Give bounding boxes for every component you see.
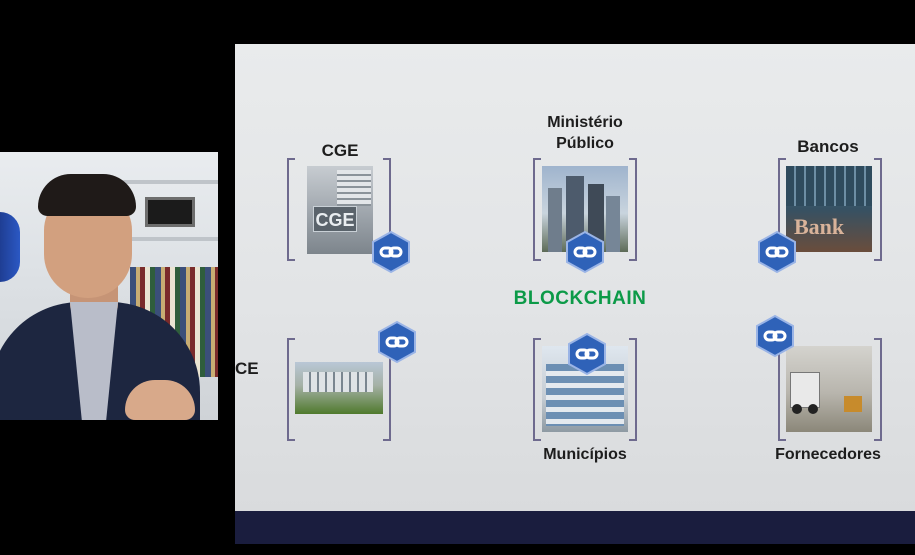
chain-link-icon <box>573 246 597 258</box>
picture-frame <box>145 197 195 227</box>
blockchain-hex-icon <box>758 230 796 274</box>
node-label-cge: CGE <box>321 141 359 160</box>
bracket-left <box>287 158 295 261</box>
photo-bank-building: Bank <box>786 166 872 252</box>
chain-link-icon <box>765 246 789 258</box>
cge-sign: CGE <box>313 206 357 232</box>
presenter-hand <box>125 380 195 420</box>
bracket-right <box>874 338 882 441</box>
webcam-video <box>0 152 218 420</box>
slide-footer-bar <box>235 511 915 544</box>
node-label-ce: CE <box>235 359 259 378</box>
blockchain-hex-icon <box>378 320 416 364</box>
bracket-left <box>533 158 541 261</box>
blockchain-hex-icon <box>568 332 606 376</box>
photo-office-building <box>542 346 628 432</box>
photo-government-building <box>295 362 383 414</box>
bracket-right <box>629 338 637 441</box>
building-facade <box>337 170 371 206</box>
flag <box>0 212 20 282</box>
presentation-slide: CGE CGE Ministério Público Bancos Bank B… <box>235 44 915 511</box>
chain-link-icon <box>379 246 403 258</box>
node-label-ministerio-publico: Ministério Público <box>547 114 623 152</box>
shelf <box>70 180 218 184</box>
blockchain-hex-icon <box>372 230 410 274</box>
bank-sign: Bank <box>794 214 845 239</box>
node-label-fornecedores: Fornecedores <box>775 446 881 463</box>
glass-facade <box>786 166 872 206</box>
photo-cge-building: CGE <box>307 166 373 254</box>
node-label-bancos: Bancos <box>797 137 859 156</box>
blockchain-label: BLOCKCHAIN <box>513 288 647 309</box>
presenter-hair <box>38 174 136 216</box>
chain-link-icon <box>385 336 409 348</box>
chain-link-icon <box>575 348 599 360</box>
bracket-right <box>874 158 882 261</box>
blockchain-hex-icon <box>756 314 794 358</box>
shelf <box>70 237 218 241</box>
node-label-municipios: Municípios <box>543 446 627 463</box>
bracket-left <box>533 338 541 441</box>
bracket-right <box>629 158 637 261</box>
chain-link-icon <box>763 330 787 342</box>
blockchain-hex-icon <box>566 230 604 274</box>
bracket-left <box>287 338 295 441</box>
photo-warehouse-truck <box>786 346 872 432</box>
